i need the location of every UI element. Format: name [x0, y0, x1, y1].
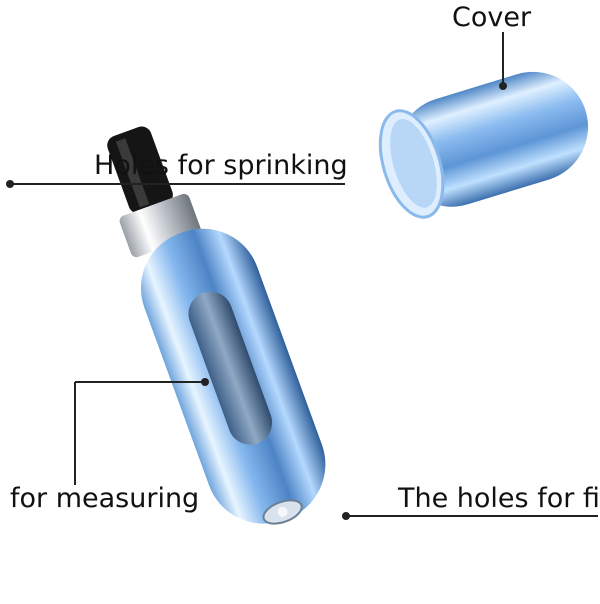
measure-leader-line — [74, 381, 205, 485]
cover-label: Cover — [452, 2, 532, 33]
measuring-window-label: for measuring — [10, 483, 200, 514]
leader-lines — [12, 32, 598, 517]
cover-cap — [378, 71, 589, 219]
sprinkling-holes-label: Holes for sprinking — [94, 150, 348, 181]
filling-holes-label: The holes for fil — [398, 483, 600, 514]
leader-dots — [6, 82, 507, 520]
atomizer-body — [107, 126, 326, 525]
measuring-window — [188, 291, 273, 445]
